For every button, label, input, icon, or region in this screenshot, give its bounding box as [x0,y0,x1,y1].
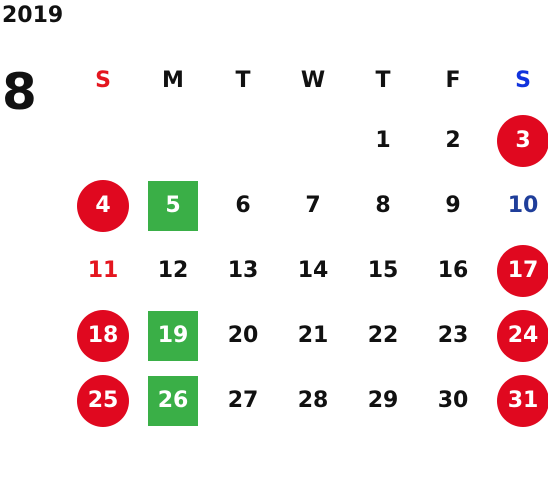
day-cell-saturday[interactable]: 10 [507,193,539,218]
weekday-wednesday: W [300,67,326,93]
day-cell[interactable]: 23 [437,323,469,348]
day-cell-highlight[interactable]: 5 [138,180,208,232]
day-cell[interactable]: 1 [375,128,391,153]
weekday-sunday: S [95,67,111,93]
weekday-monday: M [162,67,184,93]
day-cell[interactable]: 20 [227,323,259,348]
week-row: 25 26 27 28 29 30 31 [68,368,548,433]
day-cell [278,115,348,167]
day-cell-sunday[interactable]: 11 [87,258,119,283]
day-cell[interactable]: 22 [367,323,399,348]
day-cell-highlight[interactable]: 26 [138,375,208,427]
day-cell[interactable]: 15 [367,258,399,283]
day-cell [208,115,278,167]
calendar-grid: S M T W T F S 1 2 3 4 5 6 7 8 9 10 11 [68,52,548,433]
day-cell-highlight[interactable]: 19 [138,310,208,362]
day-cell-holiday[interactable]: 17 [488,245,548,297]
day-cell-holiday[interactable]: 24 [488,310,548,362]
day-cell[interactable]: 27 [227,388,259,413]
day-cell-holiday[interactable]: 25 [68,375,138,427]
weekday-tuesday: T [235,67,251,93]
day-cell[interactable]: 30 [437,388,469,413]
weekday-thursday: T [375,67,391,93]
day-cell-holiday[interactable]: 31 [488,375,548,427]
day-cell[interactable]: 6 [235,193,251,218]
weekday-friday: F [445,67,461,93]
week-row: 4 5 6 7 8 9 10 [68,173,548,238]
day-cell [68,115,138,167]
day-cell-holiday[interactable]: 3 [488,115,548,167]
day-cell[interactable]: 16 [437,258,469,283]
day-cell[interactable]: 13 [227,258,259,283]
day-cell[interactable]: 2 [445,128,461,153]
day-cell-holiday[interactable]: 18 [68,310,138,362]
day-cell[interactable]: 14 [297,258,329,283]
day-cell [138,115,208,167]
week-row: 1 2 3 [68,108,548,173]
week-row: 18 19 20 21 22 23 24 [68,303,548,368]
day-cell[interactable]: 12 [157,258,189,283]
day-cell[interactable]: 29 [367,388,399,413]
week-row: 11 12 13 14 15 16 17 [68,238,548,303]
year-label: 2019 [2,3,64,28]
weekday-header: S M T W T F S [68,52,548,108]
day-cell[interactable]: 21 [297,323,329,348]
day-cell[interactable]: 8 [375,193,391,218]
day-cell-holiday[interactable]: 4 [68,180,138,232]
month-label: 8 [2,63,37,121]
day-cell[interactable]: 7 [305,193,321,218]
day-cell[interactable]: 28 [297,388,329,413]
day-cell[interactable]: 9 [445,193,461,218]
weekday-saturday: S [515,67,531,93]
